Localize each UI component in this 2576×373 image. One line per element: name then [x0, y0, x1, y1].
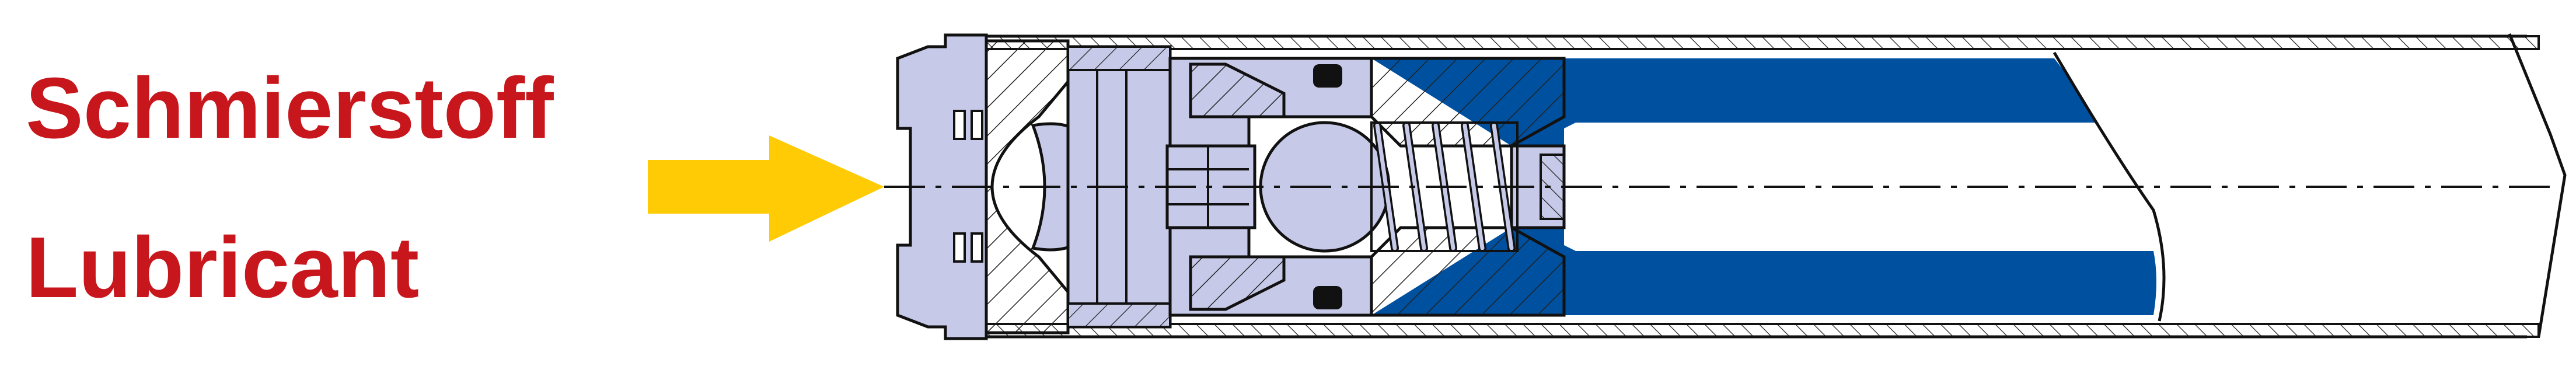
o-ring-top — [1313, 64, 1342, 88]
outer-tube — [985, 33, 2567, 339]
o-ring-bottom — [1313, 286, 1342, 309]
label-schmierstoff: Schmierstoff — [26, 60, 554, 156]
body-clamps — [1189, 62, 1286, 311]
nipple-head — [896, 33, 988, 340]
label-lubricant: Lubricant — [26, 219, 420, 316]
arrow-right-icon — [648, 135, 884, 242]
